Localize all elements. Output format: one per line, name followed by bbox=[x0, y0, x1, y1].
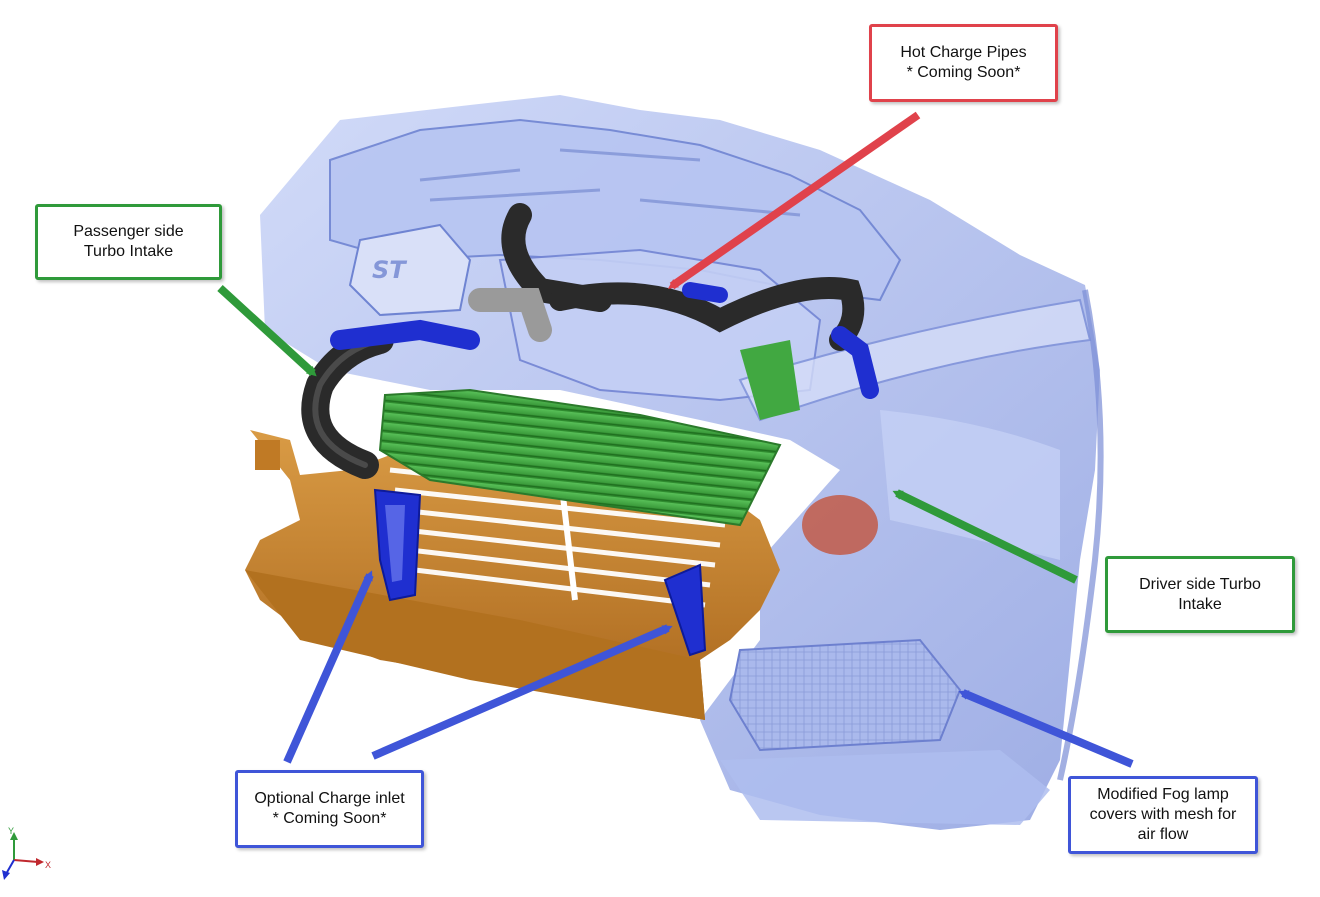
callout-line: Driver side Turbo bbox=[1139, 575, 1261, 593]
hot-charge-pipes-callout: Hot Charge Pipes * Coming Soon* bbox=[869, 24, 1058, 102]
callout-line: Passenger side bbox=[73, 223, 184, 240]
passenger-turbo-intake-callout: Passenger side Turbo Intake bbox=[35, 204, 222, 280]
callout-line: Turbo Intake bbox=[83, 243, 174, 260]
charge-pipes bbox=[301, 203, 879, 555]
intercooler bbox=[378, 340, 800, 527]
fog-lamp-arrow bbox=[958, 689, 1134, 768]
annotation-arrows bbox=[217, 111, 1134, 768]
optional-charge-inlet-callout: Optional Charge inlet * Coming Soon* bbox=[235, 770, 424, 848]
axis-x-label: X bbox=[45, 860, 51, 870]
charge-inlet-pieces bbox=[373, 488, 707, 657]
passenger-intake-arrow bbox=[217, 285, 317, 377]
callout-line: * Coming Soon* bbox=[906, 64, 1021, 81]
callout-line: * Coming Soon* bbox=[272, 810, 387, 827]
driver-turbo-intake-callout: Driver side Turbo Intake bbox=[1105, 556, 1295, 633]
callout-line: Hot Charge Pipes bbox=[900, 44, 1027, 61]
callout-line: air flow bbox=[1137, 826, 1189, 843]
engine-bay-scan: ST bbox=[260, 95, 1104, 830]
callout-line: Optional Charge inlet bbox=[254, 790, 405, 807]
callout-line: covers with mesh for bbox=[1089, 806, 1237, 823]
driver-intake-arrow bbox=[892, 489, 1078, 584]
hot-charge-arrow bbox=[667, 111, 921, 290]
charge-inlet-arrow-right bbox=[371, 624, 673, 760]
axis-triad-icon: Y X bbox=[2, 826, 51, 880]
axis-y-label: Y bbox=[8, 826, 14, 836]
fog-lamp-covers-callout: Modified Fog lamp covers with mesh for a… bbox=[1068, 776, 1258, 854]
charge-inlet-arrow-left bbox=[283, 570, 374, 764]
callout-line: Intake bbox=[1178, 595, 1222, 613]
callout-line: Modified Fog lamp bbox=[1097, 786, 1229, 803]
svg-text:ST: ST bbox=[372, 256, 407, 284]
